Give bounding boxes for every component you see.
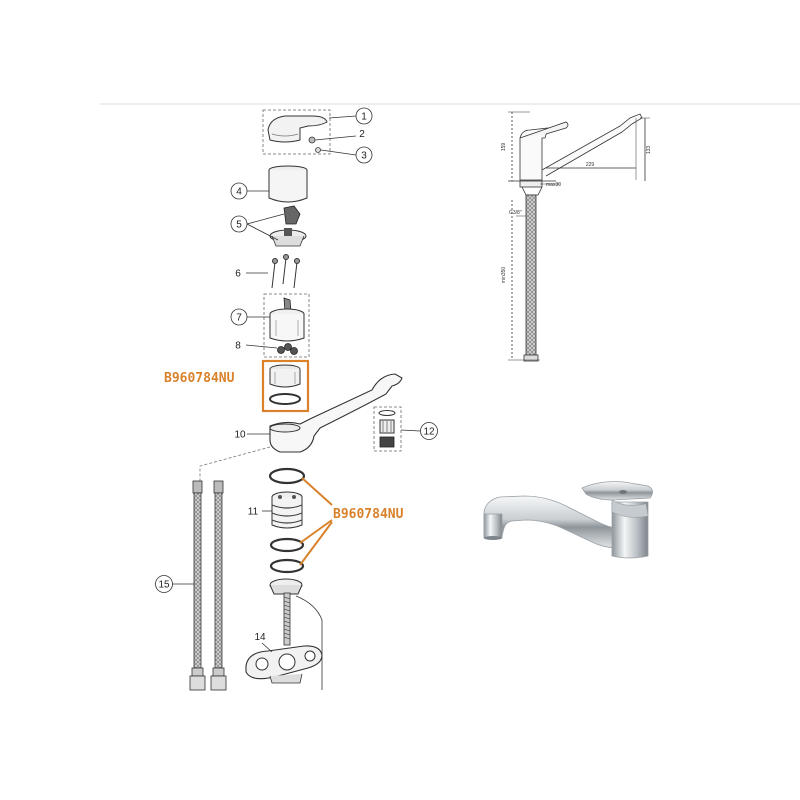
handle-lever <box>267 115 328 143</box>
mounting-plate <box>245 645 323 684</box>
dimension-drawing <box>508 111 650 362</box>
callout-8-label: 8 <box>235 341 241 352</box>
adapter-parts <box>269 205 307 247</box>
callout-10-label: 10 <box>234 430 246 441</box>
base-ring <box>269 578 303 595</box>
callout-2-label: 2 <box>359 129 365 140</box>
cartridge-seal-1 <box>277 346 285 354</box>
callout-15-label: 15 <box>158 580 170 591</box>
part-code-cartridge-kit: B960784NU <box>164 371 235 386</box>
callout-1 <box>355 107 373 125</box>
callout-12-label: 12 <box>423 427 435 438</box>
callout-5-label: 5 <box>236 220 242 231</box>
product-photo <box>483 481 653 559</box>
cartridge-seal-2 <box>284 343 292 351</box>
callout-4-label: 4 <box>236 187 242 198</box>
dim-spout-height: 133 <box>646 146 652 155</box>
part-code-spout-kit: B960784NU <box>333 507 404 522</box>
spout-kit-leaders <box>299 477 333 566</box>
callout-7-label: 7 <box>236 313 242 324</box>
cover-sleeve <box>268 165 308 203</box>
callout-6-label: 6 <box>235 269 241 280</box>
threaded-stud <box>283 592 291 646</box>
dim-height: 159 <box>501 143 507 152</box>
stud-leader <box>295 595 323 690</box>
dim-hose-thread: G3/8" <box>509 210 522 216</box>
callout-3-label: 3 <box>361 151 367 162</box>
callout-15 <box>155 575 173 593</box>
hose-leader <box>199 446 271 485</box>
cartridge-seal-kit <box>261 359 310 413</box>
callout-12 <box>420 422 438 440</box>
callout-11-label: 11 <box>248 507 259 518</box>
cartridge-group <box>263 293 310 358</box>
callout-14-label: 14 <box>254 632 266 643</box>
callout-5 <box>230 215 248 233</box>
flex-hose-left <box>189 480 206 691</box>
dim-max-deck: max30 <box>546 182 561 188</box>
tap-body <box>269 373 403 453</box>
callout-7 <box>230 308 248 326</box>
cap-plug <box>315 147 321 153</box>
callout-4 <box>230 182 248 200</box>
cartridge-seal-3 <box>290 347 298 355</box>
callout-1-label: 1 <box>361 112 367 123</box>
mounting-screws <box>271 254 300 289</box>
base-seals <box>268 467 306 574</box>
handle-group <box>262 109 331 155</box>
aerator-group <box>373 406 402 452</box>
set-screw <box>308 136 316 144</box>
flex-hose-right <box>210 480 227 691</box>
callout-3 <box>355 146 373 164</box>
dim-hose-length: min350 <box>501 267 507 284</box>
dim-spout-reach: 229 <box>586 162 595 168</box>
